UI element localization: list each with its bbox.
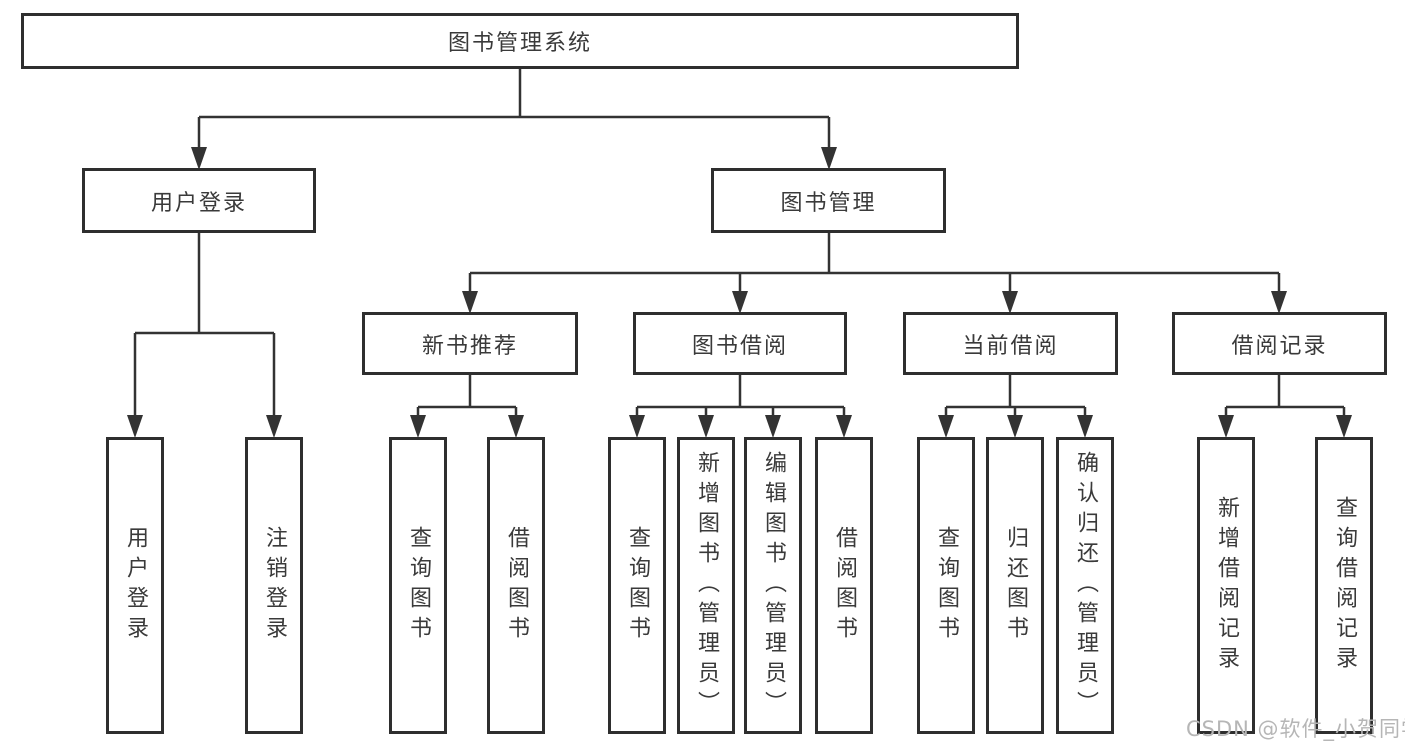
- node-book-management: 图书管理: [711, 168, 946, 233]
- node-user-login-label: 用户登录: [150, 190, 247, 216]
- leaf-nb-query-books: 查询图书: [389, 437, 447, 734]
- leaf-user-login: 用户登录: [106, 437, 164, 734]
- leaf-br-add-record-label: 新增借阅记录: [1214, 495, 1239, 676]
- node-borrow-records-label: 借阅记录: [1231, 333, 1328, 359]
- leaf-cb-query-books-label: 查询图书: [934, 525, 959, 646]
- leaf-logout-label: 注销登录: [262, 525, 287, 646]
- leaf-bb-add-books-admin: 新增图书（管理员）: [677, 437, 735, 734]
- leaf-cb-query-books: 查询图书: [917, 437, 975, 734]
- leaf-cb-confirm-return-admin: 确认归还（管理员）: [1056, 437, 1114, 734]
- node-current-borrow: 当前借阅: [903, 312, 1118, 375]
- leaf-logout: 注销登录: [245, 437, 303, 734]
- leaf-bb-add-books-admin-label: 新增图书（管理员）: [694, 450, 719, 721]
- node-new-book-recommend-label: 新书推荐: [421, 333, 518, 359]
- leaf-br-query-record-label: 查询借阅记录: [1332, 495, 1357, 676]
- leaf-nb-borrow-books: 借阅图书: [487, 437, 545, 734]
- csdn-watermark: CSDN @软件_小贺同学: [1186, 717, 1405, 741]
- leaf-nb-query-books-label: 查询图书: [406, 525, 431, 646]
- node-book-borrow-label: 图书借阅: [691, 333, 788, 359]
- node-current-borrow-label: 当前借阅: [962, 333, 1059, 359]
- leaf-bb-query-books-label: 查询图书: [625, 525, 650, 646]
- leaf-bb-edit-books-admin-label: 编辑图书（管理员）: [761, 450, 786, 721]
- leaf-cb-return-books: 归还图书: [986, 437, 1044, 734]
- node-root: 图书管理系统: [21, 13, 1019, 69]
- leaf-nb-borrow-books-label: 借阅图书: [504, 525, 529, 646]
- leaf-br-query-record: 查询借阅记录: [1315, 437, 1373, 734]
- leaf-bb-query-books: 查询图书: [608, 437, 666, 734]
- node-book-borrow: 图书借阅: [633, 312, 847, 375]
- node-book-management-label: 图书管理: [780, 190, 877, 216]
- node-user-login: 用户登录: [82, 168, 316, 233]
- leaf-cb-confirm-return-admin-label: 确认归还（管理员）: [1073, 450, 1098, 721]
- leaf-bb-borrow-books-label: 借阅图书: [832, 525, 857, 646]
- leaf-bb-borrow-books: 借阅图书: [815, 437, 873, 734]
- node-borrow-records: 借阅记录: [1172, 312, 1387, 375]
- arrowheads: [127, 147, 1352, 438]
- node-new-book-recommend: 新书推荐: [362, 312, 578, 375]
- leaf-cb-return-books-label: 归还图书: [1003, 525, 1028, 646]
- leaf-bb-edit-books-admin: 编辑图书（管理员）: [744, 437, 802, 734]
- leaf-br-add-record: 新增借阅记录: [1197, 437, 1255, 734]
- node-root-label: 图书管理系统: [447, 31, 592, 56]
- leaf-user-login-label: 用户登录: [123, 525, 148, 646]
